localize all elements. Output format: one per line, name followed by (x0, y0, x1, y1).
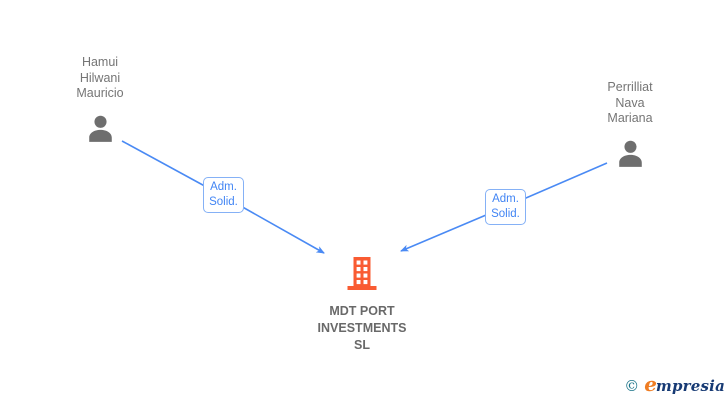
person-left-name-line2: Hilwani (79, 70, 121, 85)
person-right-name-line3: Mariana (607, 111, 653, 125)
company-name-line1: MDT PORT (329, 304, 395, 318)
empresia-logo-lead: e (644, 372, 657, 396)
node-person-left[interactable]: Hamui Hilwani Mauricio (38, 55, 162, 151)
company-name: MDT PORT INVESTMENTS SL (302, 303, 422, 354)
company-name-line3: SL (354, 338, 370, 352)
node-person-right[interactable]: Perrilliat Nava Mariana (568, 80, 692, 176)
person-icon (38, 113, 162, 151)
person-left-name-line3: Mauricio (76, 86, 124, 100)
node-company[interactable]: MDT PORT INVESTMENTS SL (302, 255, 422, 354)
person-right-name-line1: Perrilliat (607, 80, 653, 94)
person-left-name-line1: Hamui (81, 55, 119, 69)
person-right-name: Perrilliat Nava Mariana (568, 80, 692, 127)
company-name-line2: INVESTMENTS (317, 321, 407, 335)
edge-label-left-line1: Adm. (210, 181, 237, 193)
edge-label-right-line1: Adm. (492, 193, 519, 205)
empresia-logo[interactable]: © e mpresia (624, 372, 725, 396)
edge-label-left: Adm. Solid. (203, 177, 244, 213)
copyright-icon: © (624, 377, 640, 395)
building-icon (302, 255, 422, 298)
edge-label-left-line2: Solid. (209, 196, 238, 208)
person-icon (568, 138, 692, 176)
person-right-name-line2: Nava (615, 95, 645, 110)
edge-label-right: Adm. Solid. (485, 189, 526, 225)
empresia-logo-tail: mpresia (655, 377, 725, 395)
person-left-name: Hamui Hilwani Mauricio (38, 55, 162, 102)
edge-label-right-line2: Solid. (491, 208, 520, 220)
